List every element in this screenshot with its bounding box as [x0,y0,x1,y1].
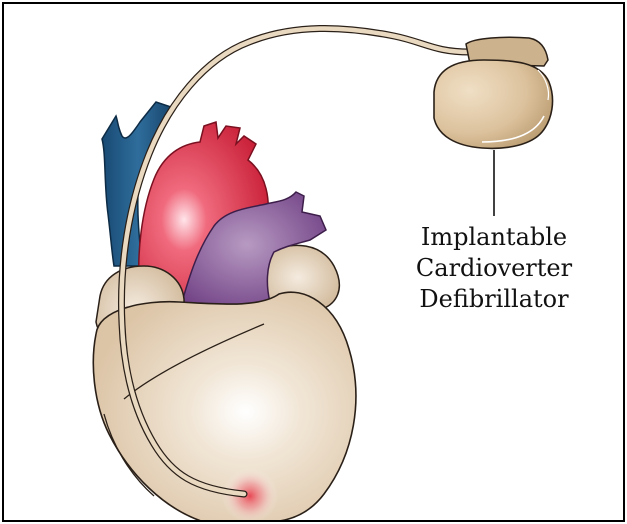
device-label-line-3: Defibrillator [394,284,594,315]
device-label-line-1: Implantable [394,222,594,253]
device-label-line-2: Cardioverter [394,253,594,284]
device-label: Implantable Cardioverter Defibrillator [394,222,594,315]
